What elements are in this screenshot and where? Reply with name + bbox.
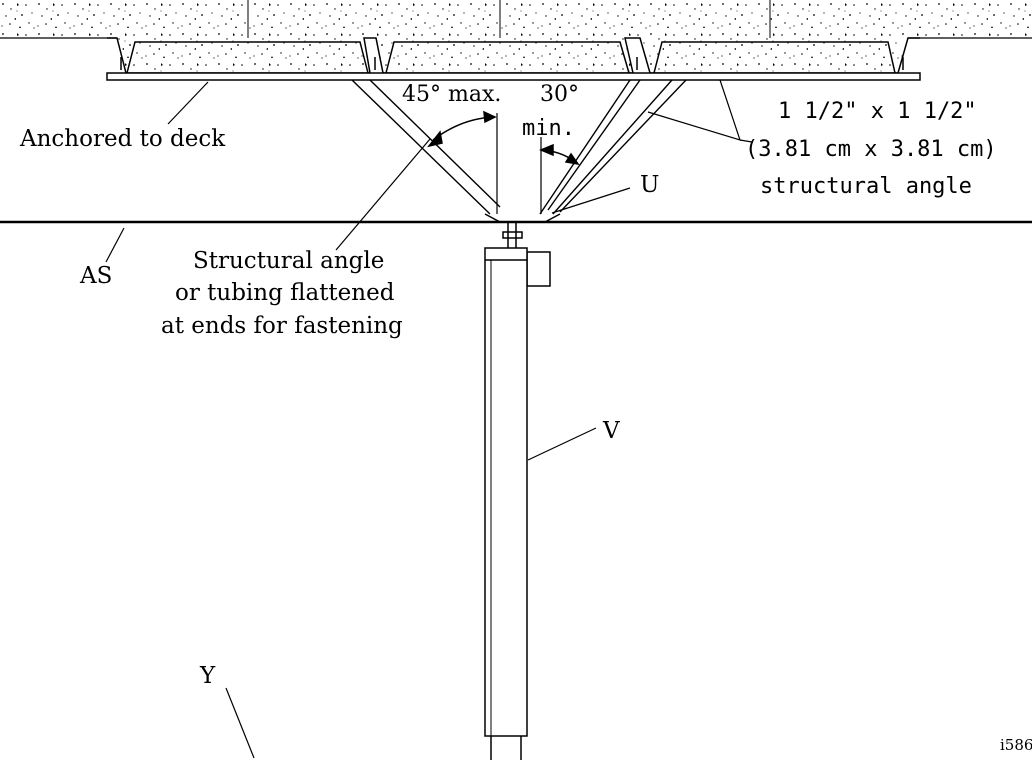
- anchor-plate: [106, 72, 921, 81]
- leader-lines: [105, 79, 753, 759]
- vertical-member: [484, 223, 551, 760]
- label-ref: i586: [1000, 736, 1032, 754]
- sway-braces: [351, 79, 687, 223]
- label-angle-min-word: min.: [522, 116, 575, 141]
- label-v: V: [602, 418, 620, 444]
- label-struct-line2: or tubing flattened: [175, 280, 395, 306]
- label-as: AS: [79, 263, 112, 289]
- label-y: Y: [199, 663, 216, 689]
- label-u: U: [640, 172, 659, 198]
- label-angle-max: 45° max.: [402, 82, 501, 107]
- label-struct-line1: Structural angle: [193, 248, 384, 274]
- label-size-line1: 1 1/2" x 1 1/2": [778, 99, 977, 124]
- label-angle-min-value: 30°: [540, 82, 579, 107]
- label-struct-line3: at ends for fastening: [161, 313, 403, 339]
- labels: Anchored to deck 45° max. 30° min. 1 1/2…: [19, 82, 1032, 754]
- angle-dimensions: [427, 110, 580, 214]
- label-size-line3: structural angle: [760, 174, 972, 199]
- label-size-line2: (3.81 cm x 3.81 cm): [745, 137, 997, 162]
- concrete-deck: [0, 0, 1032, 73]
- label-anchored: Anchored to deck: [19, 126, 226, 152]
